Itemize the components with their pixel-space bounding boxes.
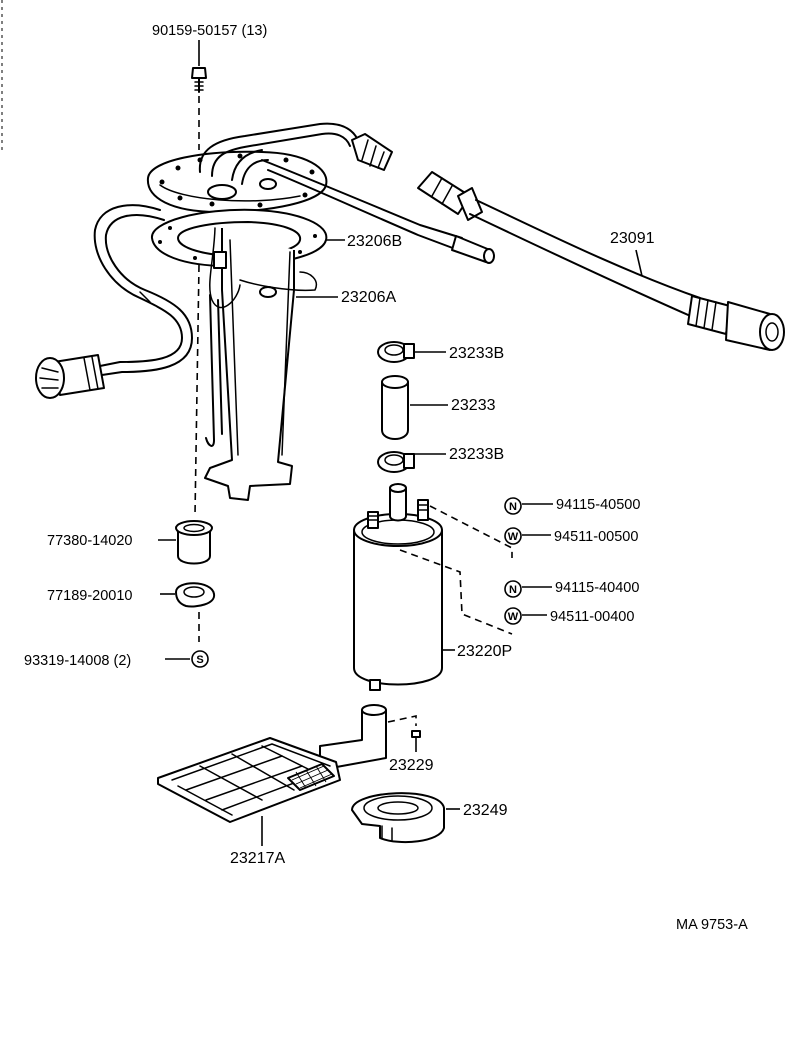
screw-symbol: S: [191, 650, 209, 668]
leader-fuel-hose: [635, 249, 643, 277]
label-nut-a: 94115-40500: [556, 497, 640, 513]
nut-a-symbol: N: [504, 497, 522, 515]
hose-part: [381, 375, 409, 440]
label-hose: 23233: [451, 397, 496, 414]
label-washer-b: 94511-00400: [550, 609, 634, 625]
svg-text:S: S: [196, 654, 203, 666]
label-fuel-hose: 23091: [610, 230, 655, 247]
spacer-part: [411, 730, 421, 738]
clamp-lower-part: [377, 451, 415, 473]
nut-b-symbol: N: [504, 580, 522, 598]
assembly-line-terminal-b: [399, 549, 513, 635]
clamp-upper-part: [377, 341, 415, 363]
washer-b-symbol: W: [504, 607, 522, 625]
label-fuel-pump: 23220P: [457, 643, 512, 660]
label-clamp-lower: 23233B: [449, 446, 504, 463]
label-bolt: 90159-50157 (13): [152, 23, 267, 39]
assembly-line-spacer: [387, 715, 417, 726]
assembly-line-left-lower: [194, 264, 200, 516]
svg-text:W: W: [508, 531, 519, 543]
svg-text:N: N: [509, 584, 517, 596]
pump-bracket-part: [204, 227, 317, 501]
grommet-part: [175, 520, 213, 565]
label-cushion: 23249: [463, 802, 508, 819]
bolt-part: [191, 67, 207, 93]
fuel-hose-part: [417, 171, 785, 351]
label-pump-bracket: 23206A: [341, 289, 396, 306]
label-gasket: 23206B: [347, 233, 402, 250]
washer-a-symbol: W: [504, 527, 522, 545]
label-nut-b: 94115-40400: [555, 580, 639, 596]
label-washer-a: 94511-00500: [554, 529, 638, 545]
fuel-pump-part: [353, 483, 443, 691]
label-gasket-plate: 77189-20010: [47, 588, 132, 604]
filter-part: [157, 704, 387, 823]
figure-code: MA 9753-A: [676, 917, 748, 933]
gasket-plate-part: [175, 582, 216, 608]
label-spacer: 23229: [389, 757, 434, 774]
sender-plate-assembly: [35, 122, 495, 399]
label-grommet: 77380-14020: [47, 533, 132, 549]
svg-text:N: N: [509, 501, 517, 513]
label-clamp-upper: 23233B: [449, 345, 504, 362]
label-filter: 23217A: [230, 850, 285, 867]
svg-text:W: W: [508, 611, 519, 623]
label-screw: 93319-14008 (2): [24, 653, 131, 669]
assembly-line-terminal-a: [429, 505, 513, 558]
cushion-part: [351, 792, 445, 844]
